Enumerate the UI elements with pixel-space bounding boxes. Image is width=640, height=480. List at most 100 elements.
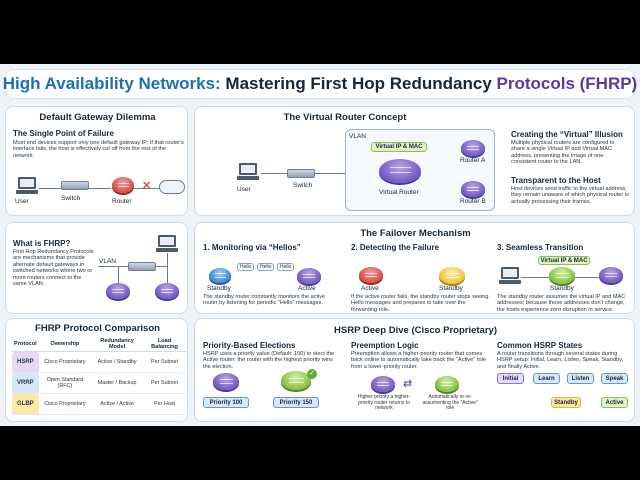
- dilemma-text: Most end devices support only one defaul…: [13, 140, 184, 159]
- active-router-icon: [297, 268, 321, 284]
- router-a-icon: [461, 140, 485, 156]
- arrow-icon: ⇄: [403, 378, 413, 390]
- step2-title: 2. Detecting the Failure: [351, 243, 440, 252]
- router-b-icon: [461, 181, 485, 197]
- protocol-cell: VRRP: [12, 372, 39, 394]
- priority-title: Priority-Based Elections: [203, 341, 296, 350]
- what-is-text: First Hop Redundancy Protocols are mecha…: [13, 249, 94, 288]
- table-cell: Master / Backup: [91, 372, 144, 394]
- pc-icon: [499, 267, 521, 285]
- switch-icon: [287, 169, 315, 178]
- user-pc-icon: [237, 163, 259, 181]
- title-part-2: Mastering First Hop Redundancy: [220, 74, 497, 93]
- dilemma-user-label: User: [15, 198, 29, 205]
- comparison-panel: FHRP Protocol Comparison Protocol Owners…: [5, 318, 188, 422]
- state-learn: Learn: [533, 373, 560, 384]
- hello-message: Hello: [277, 263, 295, 271]
- router-icon: [213, 373, 239, 390]
- priority-100-chip: Priority 100: [203, 397, 249, 408]
- state-standby: Standby: [551, 397, 581, 408]
- table-cell: Per Subnet: [143, 372, 186, 394]
- state-initial: Initial: [497, 373, 524, 384]
- preemption-caption-2: Automatically re re-assumenting the “Act…: [422, 394, 478, 412]
- illusion-title: Creating the “Virtual” Illusion: [511, 130, 623, 139]
- standby-router-icon: [209, 268, 231, 283]
- dilemma-router-label: Router: [112, 198, 132, 205]
- preemption-title: Preemption Logic: [351, 341, 419, 350]
- table-header-row: Protocol Ownership Redundancy Model Load…: [12, 337, 186, 352]
- virtual-router-label: Virtual Router: [379, 189, 419, 196]
- top-letterbox: [0, 0, 640, 64]
- preemption-caption-1: Higher priority a higher-priority router…: [357, 394, 411, 412]
- failed-router-icon: [112, 177, 134, 193]
- protocol-cell: GLBP: [12, 393, 39, 415]
- state-listen: Listen: [567, 373, 594, 384]
- comparison-heading: FHRP Protocol Comparison: [35, 323, 160, 334]
- new-active-router-icon: [549, 267, 575, 284]
- column-header: Protocol: [12, 337, 39, 352]
- step3-title: 3. Seamless Transition: [497, 243, 584, 252]
- router-icon: [435, 376, 459, 392]
- dilemma-switch-label: Switch: [61, 195, 81, 202]
- priority-text: HSRP uses a priority value (Default: 100…: [203, 351, 335, 370]
- cloud-icon: [159, 180, 185, 194]
- vr-switch-label: Switch: [293, 182, 313, 189]
- step2-text: If the active router fails, the standby …: [351, 294, 489, 313]
- step3-text: The standby router assumes the virtual I…: [497, 294, 626, 313]
- router-icon: [106, 283, 130, 299]
- poster-title: High Availability Networks: Mastering Fi…: [2, 69, 638, 99]
- table-row: HSRP Cisco Proprietary Active / Standby …: [12, 351, 186, 373]
- step1-title: 1. Monitoring via “Hellos”: [203, 243, 301, 252]
- pc-icon: [156, 235, 178, 253]
- title-part-3: Protocols (FHRP): [496, 74, 638, 93]
- column-header: Ownership: [38, 337, 92, 352]
- what-is-panel: What is FHRP? First Hop Redundancy Proto…: [5, 222, 188, 314]
- column-header: Load Balancing: [143, 337, 186, 352]
- router-icon: [599, 267, 623, 283]
- table-cell: Active / Standby: [91, 351, 144, 373]
- step1-standby-label: Standby: [207, 285, 231, 292]
- step2-active-label: Active: [361, 285, 379, 292]
- vlan-label: VLAN: [349, 133, 366, 140]
- switch-icon: [61, 181, 89, 190]
- illusion-text: Multiple physical routers are configured…: [511, 140, 615, 166]
- hello-message: Hello: [237, 263, 255, 271]
- dilemma-subheading: The Single Point of Failure: [13, 129, 114, 138]
- user-pc-icon: [16, 177, 38, 195]
- table-cell: Cisco Proprietary: [38, 351, 92, 373]
- step2-standby-label: Standby: [439, 285, 463, 292]
- table-cell: Per Host: [143, 393, 186, 415]
- step1-active-label: Active: [298, 285, 316, 292]
- hsrp-panel: HSRP Deep Dive (Cisco Proprietary) Prior…: [194, 318, 635, 422]
- states-title: Common HSRP States: [497, 341, 583, 350]
- dilemma-heading: Default Gateway Dilemma: [39, 112, 156, 123]
- comparison-table: Protocol Ownership Redundancy Model Load…: [12, 337, 186, 415]
- what-is-heading: What is FHRP?: [13, 239, 71, 248]
- router-b-label: Router B: [460, 198, 486, 205]
- dilemma-panel: Default Gateway Dilemma The Single Point…: [5, 106, 188, 216]
- step3-vip-chip: Virtual IP & MAC: [538, 256, 590, 265]
- failover-panel: The Failover Mechanism 1. Monitoring via…: [194, 222, 635, 314]
- transparent-text: Host devices send traffic to the virtual…: [511, 186, 629, 205]
- vr-user-label: User: [237, 186, 251, 193]
- hsrp-heading: HSRP Deep Dive (Cisco Proprietary): [334, 325, 497, 336]
- priority-150-chip: Priority 150: [273, 397, 319, 408]
- failover-heading: The Failover Mechanism: [360, 228, 471, 239]
- router-icon: [371, 376, 395, 392]
- state-active: Active: [601, 397, 628, 408]
- table-row: VRRP Open Standard (RFC) Master / Backup…: [12, 372, 186, 394]
- states-text: A router transitions through several sta…: [497, 351, 624, 370]
- table-cell: Per Subnet: [143, 351, 186, 373]
- router-icon: [155, 283, 179, 299]
- title-part-1: High Availability Networks:: [2, 74, 221, 93]
- check-icon: ✓: [307, 369, 317, 379]
- step1-text: The standby router constantly monitors t…: [203, 294, 326, 307]
- table-row: GLBP Cisco Proprietary Active / Active P…: [12, 393, 186, 415]
- table-cell: Cisco Proprietary: [38, 393, 92, 415]
- virtual-ip-mac-chip: Virtual IP & MAC: [371, 142, 427, 152]
- hello-message: Hello: [257, 263, 275, 271]
- bottom-letterbox: [0, 426, 640, 480]
- switch-icon: [128, 262, 156, 271]
- virtual-router-panel: The Virtual Router Concept User Switch V…: [194, 106, 635, 216]
- virtual-router-heading: The Virtual Router Concept: [283, 112, 407, 123]
